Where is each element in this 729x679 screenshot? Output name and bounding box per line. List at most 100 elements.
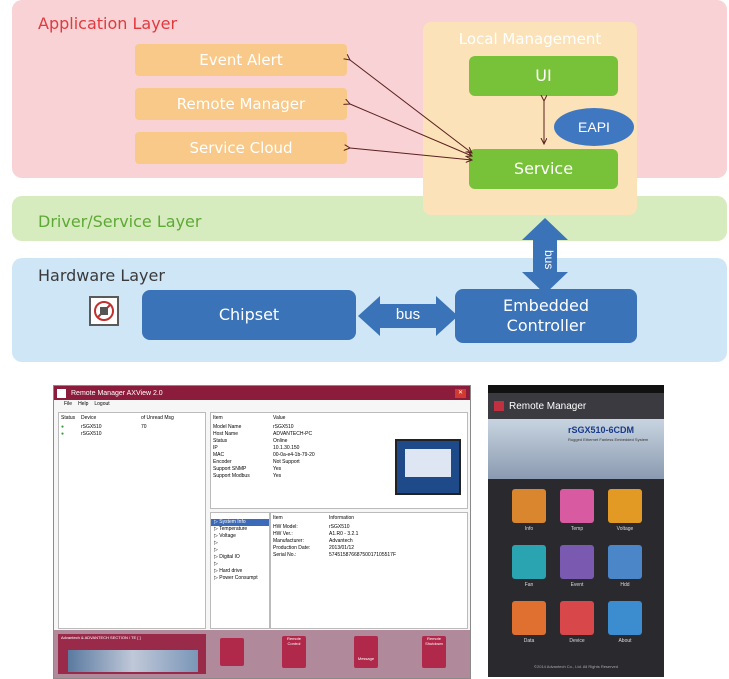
bottom-toolbar: Advantech & ADVANTECH SECTION / TE [ ] R…: [54, 630, 470, 678]
device-list-panel: Status Device of Unread Msg ● rSGX510 70…: [58, 412, 206, 629]
tile-label: Hdd: [620, 582, 630, 588]
table-cell: Online: [273, 438, 288, 444]
table-cell: HW Ver.:: [273, 531, 293, 537]
device-list-header: Status Device of Unread Msg: [61, 415, 174, 421]
menu-logout[interactable]: Logout: [94, 401, 110, 407]
table-cell: Production Date:: [273, 545, 311, 551]
tree-item[interactable]: ▷ Temperature: [214, 526, 248, 532]
tile-label: About: [618, 638, 632, 644]
tree-panel: ▷ System Info▷ Temperature▷ Voltage▷ ▷ ▷…: [210, 512, 270, 629]
embedded-controller-label: Embedded Controller: [502, 296, 589, 335]
table-row[interactable]: ● rSGX510: [61, 431, 102, 437]
table-cell: Host Name: [213, 431, 239, 437]
chip-icon: [89, 296, 119, 326]
horizontal-bus-arrow: [358, 296, 458, 336]
tile-label: Data: [523, 638, 535, 644]
table-cell: 10.1.30.150: [273, 445, 300, 451]
remote-manager-box: Remote Manager: [135, 88, 347, 120]
menu-bar: File Help Logout: [54, 400, 470, 409]
desktop-thumbnail: [395, 439, 461, 495]
eapi-ellipse: EAPI: [554, 108, 634, 146]
status-ok-icon: ●: [61, 424, 65, 430]
table-cell: rSGX510: [329, 524, 350, 530]
tile-label: Voltage: [616, 526, 634, 532]
table-cell: Yes: [273, 466, 282, 472]
remote-control-button[interactable]: Remote Control: [282, 636, 306, 668]
tree-item[interactable]: ▷: [214, 540, 218, 546]
tile-temp-button[interactable]: [560, 489, 594, 523]
close-icon[interactable]: ✕: [455, 388, 466, 398]
tree-item[interactable]: ▷ System Info: [211, 519, 269, 526]
chipset-box: Chipset: [142, 290, 356, 340]
product-banner: rSGX510-6CDM Rugged Ethernet Fanless Emb…: [488, 419, 664, 479]
message-button[interactable]: Message: [354, 636, 378, 668]
table-row: HW Model: rSGX510: [271, 524, 467, 531]
tree-item[interactable]: ▷ Hard drive: [214, 568, 243, 574]
table-cell: 57451587668750017105517F: [329, 552, 397, 558]
table-cell: 2013/01/12: [329, 545, 355, 551]
status-ok-icon: ●: [61, 431, 65, 437]
menu-help[interactable]: Help: [78, 401, 89, 407]
mobile-app-window: Remote Manager rSGX510-6CDM Rugged Ether…: [488, 385, 664, 677]
tile-event-button[interactable]: [560, 545, 594, 579]
tree-item[interactable]: ▷: [214, 561, 218, 567]
status-bar: [488, 385, 664, 393]
tile-info-button[interactable]: [512, 489, 546, 523]
tile-label: Temp: [570, 526, 584, 532]
tile-about-button[interactable]: [608, 601, 642, 635]
tree-item[interactable]: ▷: [214, 547, 218, 553]
remote-shutdown-button[interactable]: Remote Shutdown: [422, 636, 446, 668]
arrow-remote-manager: [350, 104, 472, 156]
tile-label: Device: [569, 638, 585, 644]
table-cell: Advantech: [329, 538, 353, 544]
tile-device-button[interactable]: [560, 601, 594, 635]
mobile-header: Remote Manager: [488, 393, 664, 419]
arrow-service-cloud: [350, 148, 472, 160]
driver-layer-title: Driver/Service Layer: [38, 212, 202, 231]
table-cell: Status: [213, 438, 228, 444]
table-cell: Model Name: [213, 424, 242, 430]
table-cell: Manufacturer:: [273, 538, 304, 544]
mobile-title: Remote Manager: [509, 400, 587, 412]
tree-item[interactable]: ▷ Digital IO: [214, 554, 240, 560]
local-management-title: Local Management: [458, 30, 602, 48]
tile-data-button[interactable]: [512, 601, 546, 635]
table-row: Serial No.: 57451587668750017105517F: [271, 552, 467, 559]
embedded-controller-box: Embedded Controller: [455, 289, 637, 343]
arrow-event-alert: [350, 60, 472, 153]
table-cell: Encoder: [213, 459, 232, 465]
tree-item[interactable]: ▷ Power Consumpt: [214, 575, 258, 581]
tile-voltage-button[interactable]: [608, 489, 642, 523]
tile-hdd-button[interactable]: [608, 545, 642, 579]
desktop-titlebar: Remote Manager AXView 2.0 ✕: [54, 386, 470, 400]
table-row: HW Ver.: A1.R0 - 3.2.1: [271, 531, 467, 538]
toolbar-button-1[interactable]: [220, 638, 244, 666]
table-cell: A1.R0 - 3.2.1: [329, 531, 359, 537]
table-cell: Serial No.:: [273, 552, 297, 558]
banner-image: Advantech & ADVANTECH SECTION / TE [ ]: [58, 634, 206, 674]
tree-item[interactable]: ▷ Voltage: [214, 533, 236, 539]
table-row[interactable]: ● rSGX510 70: [61, 424, 147, 430]
menu-file[interactable]: File: [64, 401, 73, 407]
table-cell: IP: [213, 445, 218, 451]
app-logo-icon: [57, 388, 66, 398]
service-box: Service: [469, 149, 618, 189]
table-row: Production Date: 2013/01/12: [271, 545, 467, 552]
table-cell: Yes: [273, 473, 282, 479]
event-alert-box: Event Alert: [135, 44, 347, 76]
vertical-bus-arrow: [522, 218, 568, 294]
table-cell: HW Model:: [273, 524, 298, 530]
table-cell: Support SNMP: [213, 466, 247, 472]
table-row: Encoder Not Support: [211, 459, 467, 466]
service-cloud-box: Service Cloud: [135, 132, 347, 164]
table-cell: Not Support: [273, 459, 300, 465]
tile-fan-button[interactable]: [512, 545, 546, 579]
